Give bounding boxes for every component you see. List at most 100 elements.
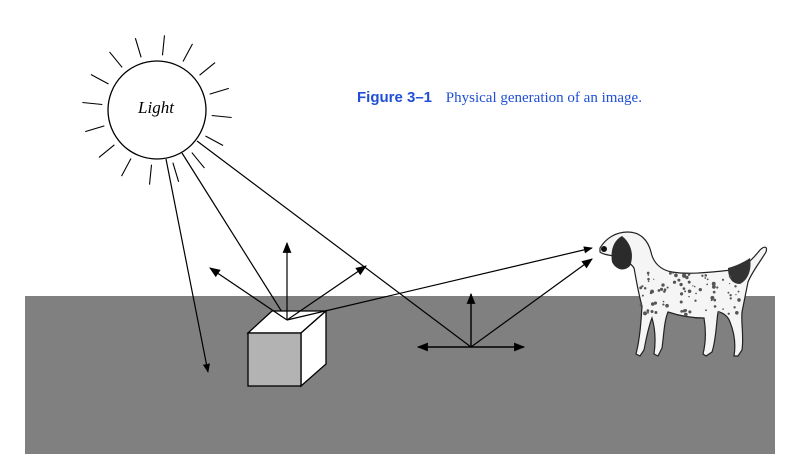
figure-caption-text: Physical generation of an image. (445, 90, 642, 106)
dog-spot (668, 271, 672, 275)
ray-to-cube (181, 152, 288, 321)
dog-spot (733, 306, 736, 309)
dog-spot (734, 285, 737, 288)
dog-spot (666, 286, 669, 289)
dog-spot (735, 310, 739, 315)
dog-spot (687, 273, 690, 276)
sun-ray (205, 135, 224, 146)
sun-ray (191, 152, 205, 169)
dog-spot (711, 284, 716, 289)
dog-spot (662, 300, 665, 303)
dog-spot (704, 274, 708, 277)
dog-spot (682, 273, 686, 278)
dog-spot (682, 309, 687, 313)
ray-cube-to-dog (286, 246, 593, 321)
sun-ray (98, 144, 115, 158)
dog-spot (661, 283, 665, 287)
ray-to-ground (165, 158, 210, 373)
sun-ray (90, 74, 109, 85)
dog-spot (716, 286, 719, 289)
dog-spot (688, 295, 690, 298)
dog-spot (665, 303, 669, 308)
dog-spot (727, 312, 730, 315)
cube-object-icon (246, 309, 328, 388)
dog-spot (729, 294, 732, 297)
dog-spot (646, 309, 650, 313)
dog-spot (706, 278, 709, 281)
dog-spot (735, 293, 737, 296)
dog-spot (695, 292, 697, 295)
dog-spot (649, 291, 653, 295)
sun-ray (82, 101, 103, 106)
dog-spot (694, 299, 697, 302)
dog-spot (647, 311, 649, 314)
dog-spot (663, 288, 667, 292)
floor-reflection-arrows (416, 258, 593, 352)
dog-spot (701, 274, 704, 277)
dog-spot (711, 281, 716, 286)
dog-spot (639, 286, 643, 290)
dog-spot (643, 311, 647, 316)
dog-spot (654, 311, 658, 314)
dog-spot (684, 290, 687, 293)
dog-spot (687, 280, 691, 284)
dog-spot (661, 288, 663, 290)
dog-spot (712, 290, 716, 294)
dog-spot (706, 283, 709, 286)
light-rays (165, 140, 472, 373)
dog-spot (713, 298, 717, 302)
dog-spot (657, 289, 661, 292)
dog-spot (688, 310, 692, 314)
dog-spot (682, 287, 686, 290)
dog-spot (710, 295, 715, 300)
dog-spot (698, 288, 702, 292)
dog-spot (728, 283, 731, 285)
dog-spot (737, 290, 740, 293)
dog-spot (727, 291, 730, 294)
dog-spot (639, 304, 643, 307)
dog-spot (653, 301, 658, 305)
sun-ray (161, 35, 166, 56)
dog-spot (647, 280, 650, 283)
dog-spot (722, 308, 724, 310)
dog-spot (705, 309, 707, 312)
dog-observer-icon (599, 231, 768, 357)
dog-spot (680, 309, 684, 313)
sun-ray (121, 158, 132, 177)
sun-ray (209, 87, 229, 95)
dog-spot (679, 292, 684, 296)
light-source-icon (82, 35, 232, 185)
dog-spot (646, 271, 650, 275)
sun-ray (148, 164, 153, 185)
dog-spot (738, 300, 740, 302)
dog-spot (704, 277, 707, 279)
dog-spot (685, 275, 689, 280)
dog-spot (729, 297, 732, 300)
dog-spot (684, 312, 688, 317)
dog-spot (674, 273, 678, 278)
dog-spot (641, 285, 644, 288)
dog-spot (687, 289, 692, 294)
sun-ray (85, 125, 105, 133)
sun-ray (182, 43, 193, 62)
figure-number: Figure 3–1 (357, 89, 433, 106)
dog-spot (677, 278, 681, 282)
figure-caption: Figure 3–1 Physical generation of an ima… (357, 89, 642, 107)
cube-reflection-arrows (209, 241, 367, 321)
dog-spot (717, 310, 721, 314)
dog-spot (653, 278, 655, 280)
dog-spot (692, 285, 694, 287)
dog-spot (662, 303, 665, 306)
dog-spot (650, 302, 655, 306)
dog-spot (643, 286, 647, 290)
dog-spot (650, 310, 654, 314)
light-label: Light (138, 98, 174, 117)
dog-spot (647, 274, 650, 276)
dog-spot (713, 305, 717, 308)
dog-spot (737, 298, 741, 302)
dog-spot (672, 272, 674, 274)
dog-spot (728, 275, 732, 278)
dog-spot (641, 294, 644, 297)
dog-spot (693, 285, 696, 288)
